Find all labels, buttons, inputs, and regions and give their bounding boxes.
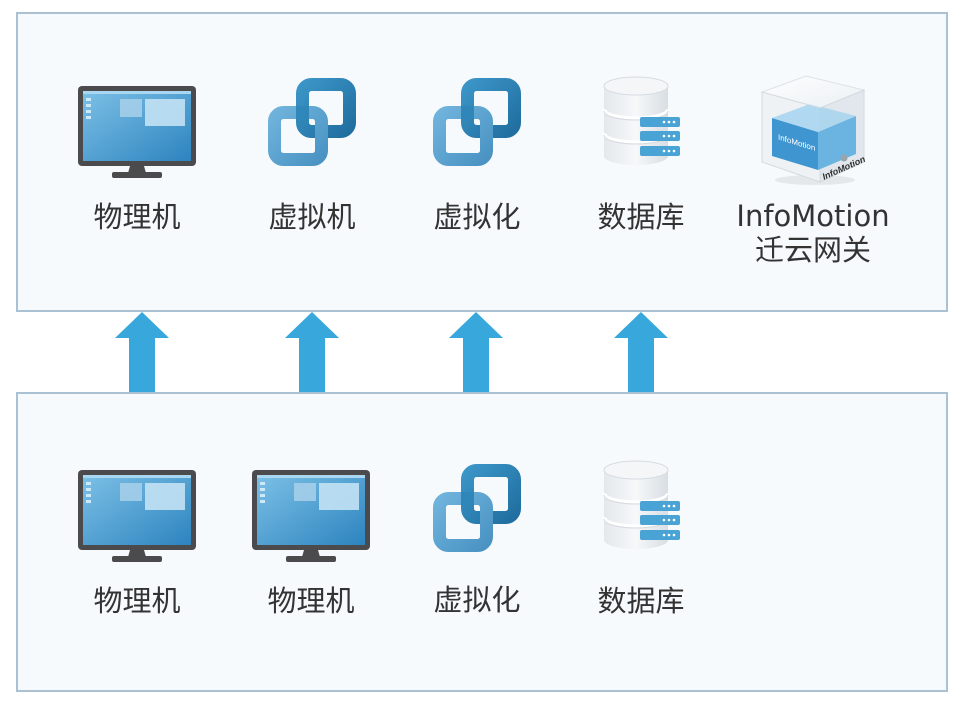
item-label-physical-machine: 物理机	[93, 200, 181, 234]
item-label-physical-machine: 物理机	[267, 584, 355, 618]
item-label-virtualization: 虚拟化	[433, 200, 521, 234]
item-label-virtual-machine: 虚拟机	[268, 200, 356, 234]
item-label-physical-machine: 物理机	[93, 584, 181, 618]
infomotion-gateway-icon: InfoMotion InfoMotion	[760, 75, 866, 185]
arrow-up-icon	[115, 312, 169, 392]
item-label-database: 数据库	[597, 200, 685, 234]
monitor-icon	[78, 86, 196, 178]
arrow-up-icon	[285, 312, 339, 392]
arrow-up-icon	[614, 312, 668, 392]
virtualization-icon	[433, 464, 521, 552]
arrow-up-icon	[449, 312, 503, 392]
item-label-infomotion-gateway: InfoMotion 迁云网关	[723, 199, 903, 267]
database-icon	[602, 76, 680, 165]
virtualization-icon	[433, 78, 521, 166]
monitor-icon	[78, 470, 196, 562]
infomotion-label-line1: InfoMotion	[736, 199, 890, 233]
item-label-database: 数据库	[597, 584, 685, 618]
database-icon	[602, 460, 680, 549]
item-label-virtualization: 虚拟化	[433, 583, 521, 617]
virtual-machine-icon	[268, 78, 356, 166]
monitor-icon	[252, 470, 370, 562]
infomotion-label-line2: 迁云网关	[754, 233, 871, 267]
